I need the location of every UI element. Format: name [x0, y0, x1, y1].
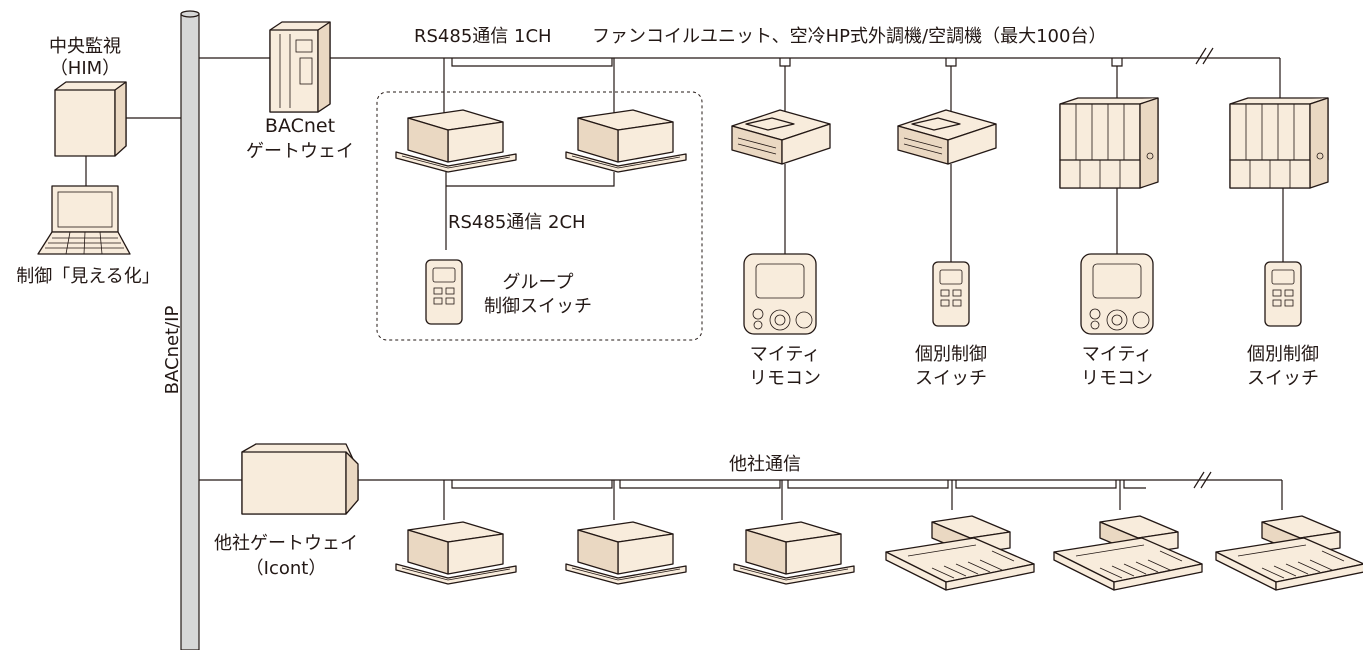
other-gateway-icon — [241, 443, 359, 515]
mighty-1-line1: マイティ — [750, 344, 821, 365]
other-cassette-unit-2 — [1053, 515, 1203, 591]
other-comm-label: 他社通信 — [729, 454, 801, 475]
other-duct-unit-3 — [733, 521, 855, 585]
indiv-2-line1: 個別制御 — [1247, 344, 1319, 365]
mighty-2-line1: マイティ — [1082, 344, 1153, 365]
indiv-1-line1: 個別制御 — [915, 344, 987, 365]
small-unit-1 — [731, 109, 831, 165]
other-duct-unit-1 — [395, 521, 517, 585]
him-server-icon — [54, 81, 127, 157]
other-gateway-label: 他社ゲートウェイ — [214, 533, 358, 554]
bacnet-gateway-icon — [269, 21, 331, 113]
icont-label: （Icont） — [246, 558, 327, 579]
mighty-1-line2: リモコン — [749, 368, 821, 389]
bacnet-ip-backbone — [180, 10, 200, 650]
bus-break-mark — [1195, 47, 1214, 65]
group-duct-unit-2 — [565, 109, 687, 173]
mighty-remote-1-icon — [743, 253, 817, 335]
backbone-label: BACnet/IP — [162, 306, 183, 395]
indiv-2-line2: スイッチ — [1247, 368, 1319, 389]
rs485-1ch-label: RS485通信 1CH — [414, 26, 552, 47]
ahu-unit-1 — [1059, 97, 1159, 189]
him-label: （HIM） — [50, 58, 120, 79]
other-bus-break-mark — [1193, 471, 1212, 489]
indiv-1-line2: スイッチ — [915, 368, 987, 389]
small-unit-2 — [897, 109, 997, 165]
gateway-label: ゲートウェイ — [246, 141, 354, 162]
bus-drops — [443, 58, 1281, 114]
group-boundary — [376, 91, 703, 341]
mighty-remote-2-icon — [1080, 253, 1154, 335]
laptop-icon — [37, 185, 131, 255]
units-description: ファンコイルユニット、空冷HP式外調機/空調機（最大100台） — [592, 26, 1106, 47]
visualize-label: 制御「見える化」 — [16, 266, 159, 287]
central-monitor-label: 中央監視 — [49, 36, 121, 57]
group-switch-icon — [425, 259, 463, 325]
ahu-unit-2 — [1229, 97, 1329, 189]
other-bus-drops — [443, 480, 1283, 520]
individual-switch-1-icon — [932, 261, 970, 327]
bacnet-label: BACnet — [265, 115, 335, 137]
other-cassette-unit-3 — [1215, 515, 1363, 591]
other-duct-unit-2 — [565, 521, 687, 585]
group-line1-label: グループ — [503, 272, 574, 293]
group-line2-label: 制御スイッチ — [484, 296, 592, 317]
rs485-2ch-label: RS485通信 2CH — [448, 212, 586, 233]
rs485-2ch-bus — [445, 172, 615, 250]
other-cassette-unit-1 — [885, 515, 1035, 591]
individual-switch-2-icon — [1264, 261, 1302, 327]
group-duct-unit-1 — [395, 109, 517, 173]
mighty-2-line2: リモコン — [1081, 368, 1153, 389]
